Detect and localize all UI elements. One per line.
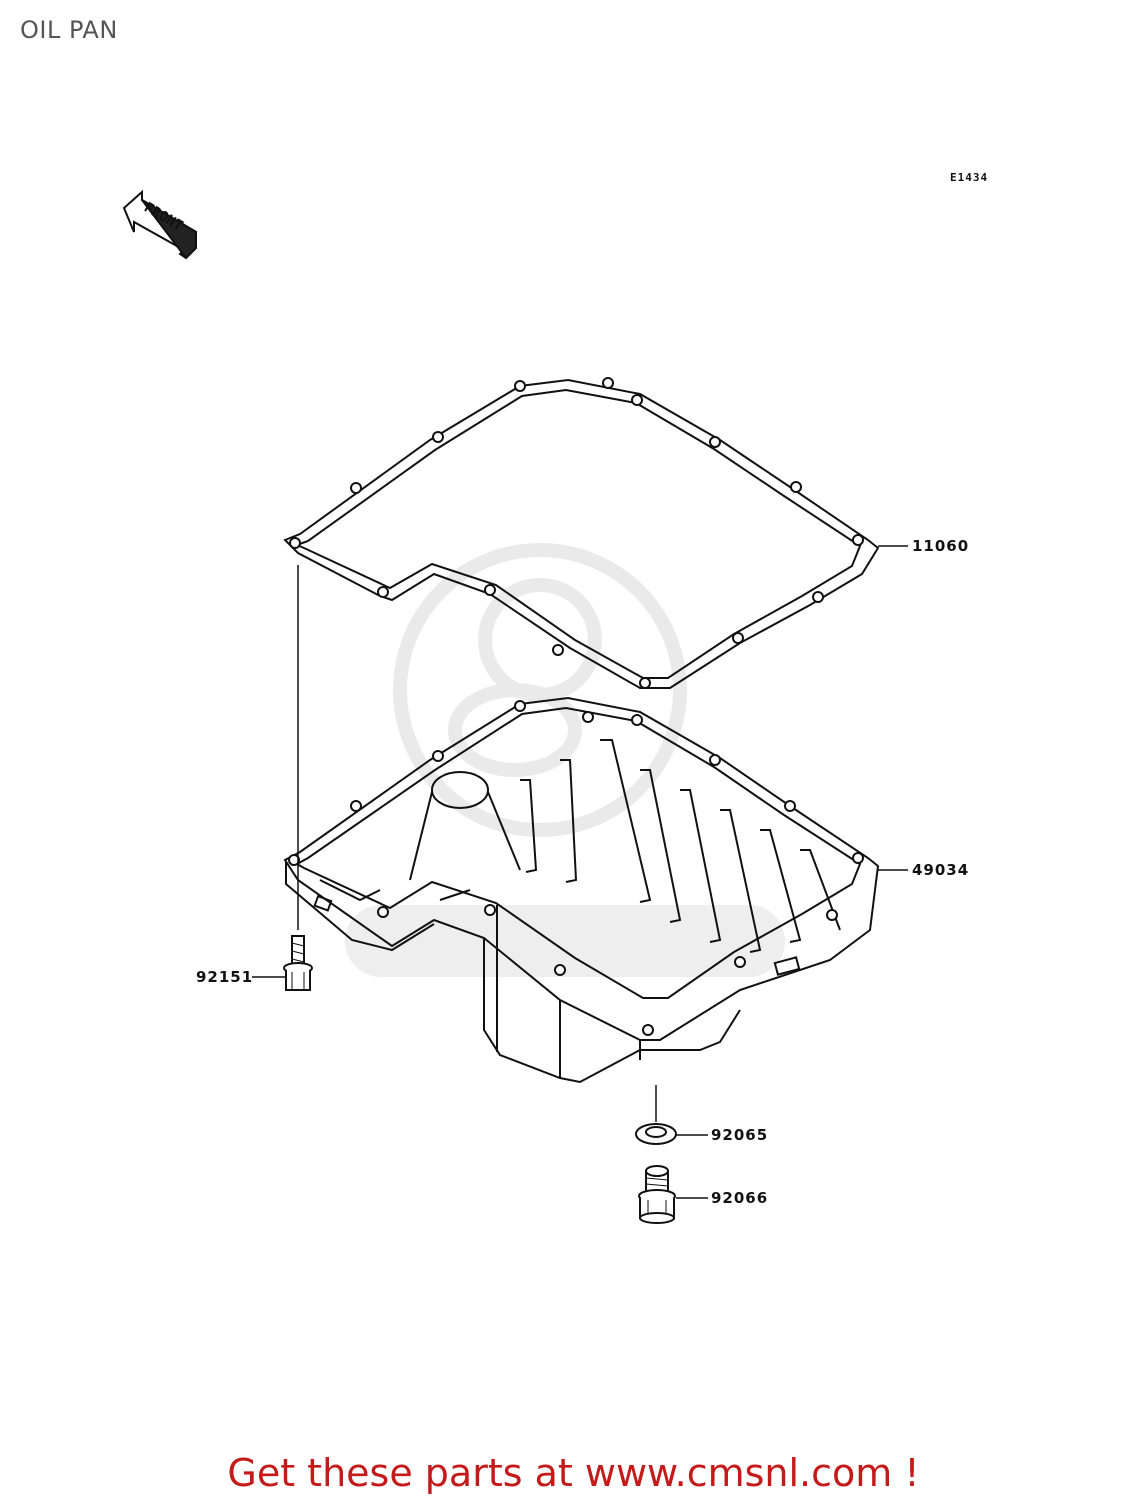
part-label-bolt: 92151: [196, 968, 254, 986]
exploded-diagram: FRONT: [122, 189, 908, 1224]
part-label-washer: 92065: [711, 1126, 769, 1144]
part-label-oil-pan: 49034: [912, 861, 970, 879]
page-title: OIL PAN: [20, 16, 118, 44]
drain-plug-shape: [638, 1165, 676, 1224]
oil-pan-shape: [283, 696, 880, 1084]
front-arrow-icon: FRONT: [122, 189, 197, 260]
watermark-logo: [345, 543, 785, 977]
bolt-shape: [283, 565, 313, 991]
footer-link[interactable]: Get these parts at www.cmsnl.com !: [227, 1451, 920, 1495]
washer-shape: [635, 1085, 677, 1145]
part-label-drain-plug: 92066: [711, 1189, 769, 1207]
diagram-code: E1434: [950, 171, 989, 184]
part-label-gasket: 11060: [912, 537, 970, 555]
leader-lines: [252, 545, 908, 1199]
gasket-shape: [283, 377, 880, 689]
